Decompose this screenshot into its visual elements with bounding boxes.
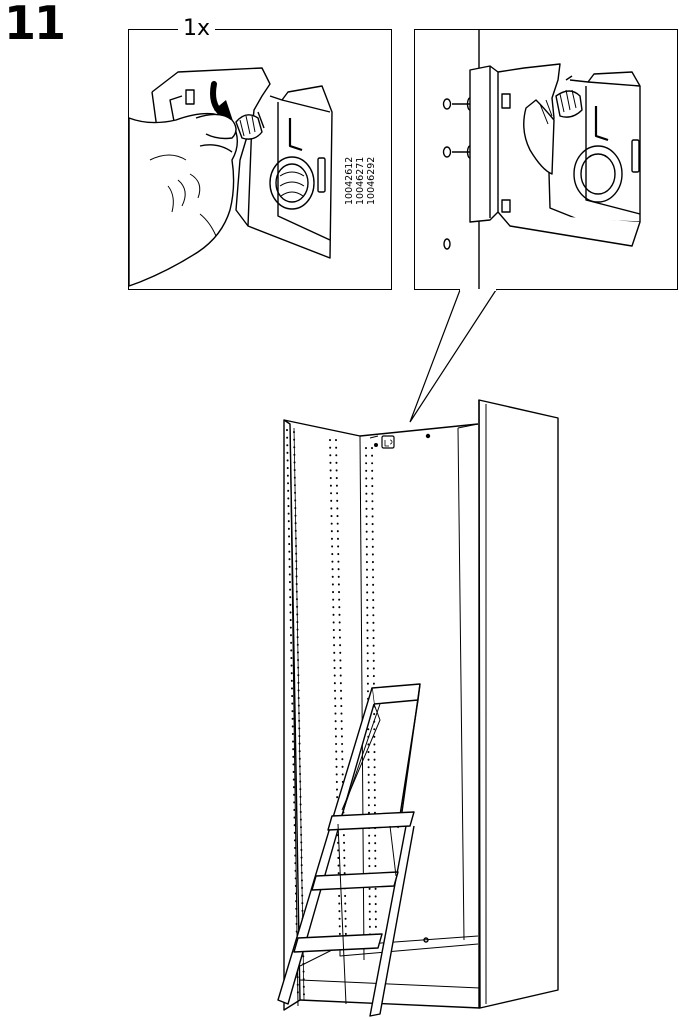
mounted-bracket [444, 30, 641, 290]
wardrobe-frame-icon [284, 400, 558, 1010]
shelf-hole-rows [287, 430, 376, 998]
hand-icon [129, 114, 237, 286]
